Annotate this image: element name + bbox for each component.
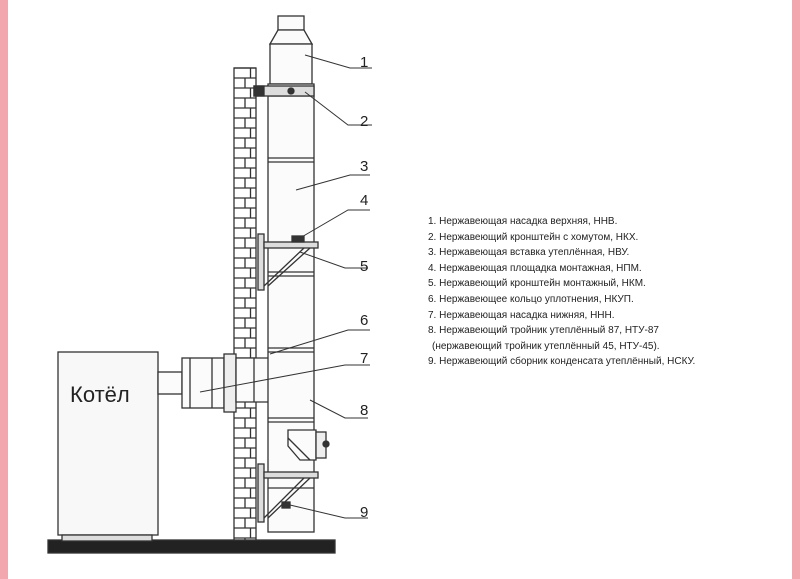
legend-item: (нержавеющий тройник утеплённый 45, НТУ-… (432, 340, 660, 352)
boiler (57, 351, 159, 536)
callout-9: 9 (360, 504, 369, 521)
legend: 1. Нержавеющая насадка верхняя, ННВ. 2. … (428, 214, 695, 370)
legend-item: 7. Нержавеющая насадка нижняя, ННН. (428, 309, 615, 321)
callout-5: 5 (360, 258, 369, 275)
legend-item: 6. Нержавеющее кольцо уплотнения, НКУП. (428, 293, 634, 305)
legend-item: 8. Нержавеющий тройник утеплённый 87, НТ… (428, 325, 659, 337)
mounting-bracket-lower (257, 463, 319, 523)
callout-2: 2 (360, 113, 369, 130)
callout-6: 6 (360, 312, 369, 329)
boiler-label: Котёл (70, 382, 130, 407)
boiler-base (61, 534, 153, 542)
legend-item: 2. Нержавеющий кронштейн с хомутом, НКХ. (428, 231, 639, 243)
legend-item: 3. Нержавеющая вставка утеплённая, НВУ. (428, 247, 630, 259)
brick-wall (233, 67, 257, 541)
vertical-chimney (267, 15, 330, 533)
legend-item: 1. Нержавеющая насадка верхняя, ННВ. (428, 216, 618, 227)
legend-item: 9. Нержавеющий сборник конденсата утеплё… (428, 356, 696, 368)
leader-lines (199, 54, 372, 519)
callout-1: 1 (360, 54, 369, 71)
mounting-bracket-upper (257, 233, 319, 291)
legend-item: 4. Нержавеющая площадка монтажная, НПМ. (428, 262, 642, 274)
callout-3: 3 (360, 158, 369, 175)
callout-8: 8 (360, 402, 369, 419)
clamp-bracket (253, 85, 315, 97)
legend-item: 5. Нержавеющий кронштейн монтажный, НКМ. (428, 278, 646, 290)
callout-4: 4 (360, 192, 369, 209)
ground-slab (47, 539, 336, 554)
callout-7: 7 (360, 350, 369, 367)
